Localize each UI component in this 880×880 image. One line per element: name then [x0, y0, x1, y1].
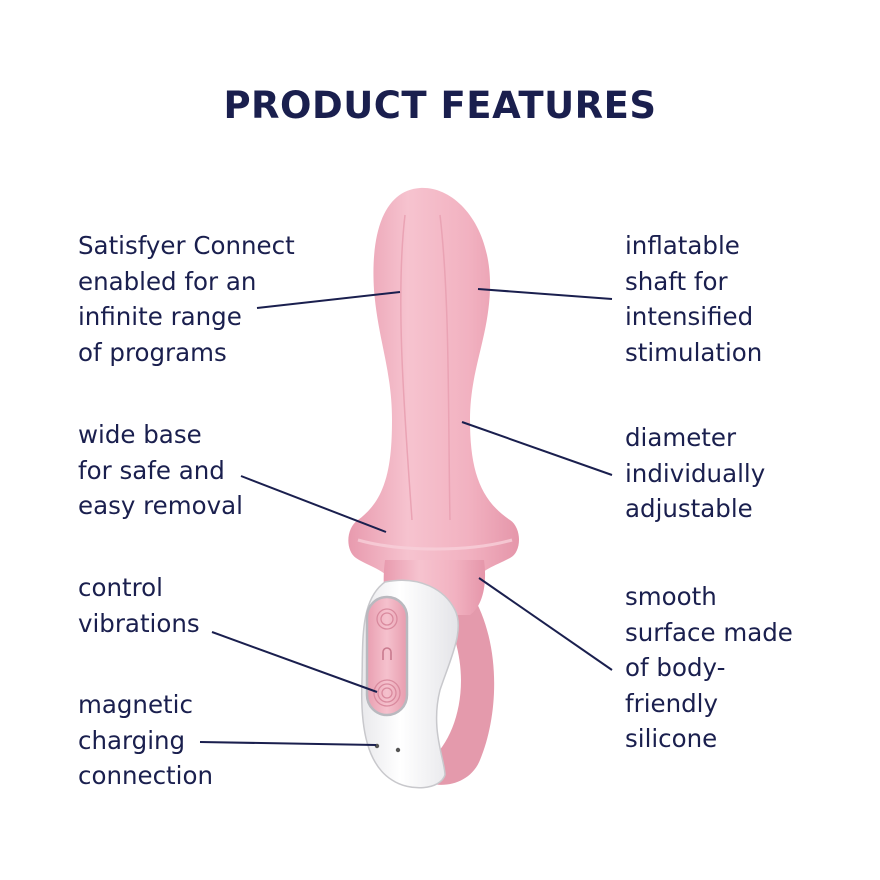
callout-text: of programs	[78, 337, 227, 367]
callout-text: diameter	[625, 423, 737, 452]
callout-text: infinite range	[78, 302, 242, 331]
callout-text: control	[78, 573, 163, 602]
callout-text: vibrations	[78, 608, 200, 638]
callout-text: friendly	[625, 688, 718, 718]
lower-control-button	[373, 679, 401, 707]
leader-lines	[199, 288, 613, 746]
control-panel	[365, 595, 409, 717]
callout-charging: magnetic charging connection	[78, 687, 213, 794]
callout-text: of body-	[625, 653, 726, 682]
callout-wide-base: wide base for safe and easy removal	[78, 417, 243, 524]
page-title: PRODUCT FEATURES	[223, 84, 657, 127]
callout-text: shaft for	[625, 266, 728, 296]
callout-text: Satisfyer Connect	[78, 231, 295, 260]
callout-silicone: smooth surface made of body- friendly si…	[625, 579, 793, 757]
upper-control-button	[376, 608, 398, 630]
leader-wide-base	[240, 475, 387, 533]
callout-text: magnetic	[78, 690, 193, 719]
callout-diameter: diameter individually adjustable	[625, 420, 765, 527]
callout-text: enabled for an	[78, 266, 257, 296]
callout-text: surface made	[625, 617, 793, 647]
callout-text: charging	[78, 725, 186, 755]
middle-control-button	[382, 647, 392, 660]
callout-text: easy removal	[78, 491, 243, 520]
callout-text: inflatable	[625, 231, 740, 260]
leader-charging	[199, 741, 377, 746]
leader-app-connect	[256, 291, 401, 309]
leader-inflatable	[477, 288, 613, 300]
leader-silicone	[478, 577, 613, 671]
callout-text: stimulation	[625, 337, 763, 367]
callout-inflatable: inflatable shaft for intensified stimula…	[625, 228, 762, 370]
callout-text: adjustable	[625, 494, 753, 523]
callout-text: for safe and	[78, 455, 225, 485]
callout-text: intensified	[625, 302, 754, 331]
leader-control	[211, 631, 378, 693]
product-body	[348, 187, 519, 789]
callout-text: silicone	[625, 724, 718, 753]
callout-app-connect: Satisfyer Connect enabled for an infinit…	[78, 228, 295, 370]
callout-text: individually	[625, 458, 766, 488]
callout-text: smooth	[625, 582, 717, 611]
callout-control: control vibrations	[78, 570, 200, 641]
leader-diameter	[461, 421, 613, 476]
callout-text: wide base	[78, 420, 202, 449]
callout-text: connection	[78, 761, 213, 790]
